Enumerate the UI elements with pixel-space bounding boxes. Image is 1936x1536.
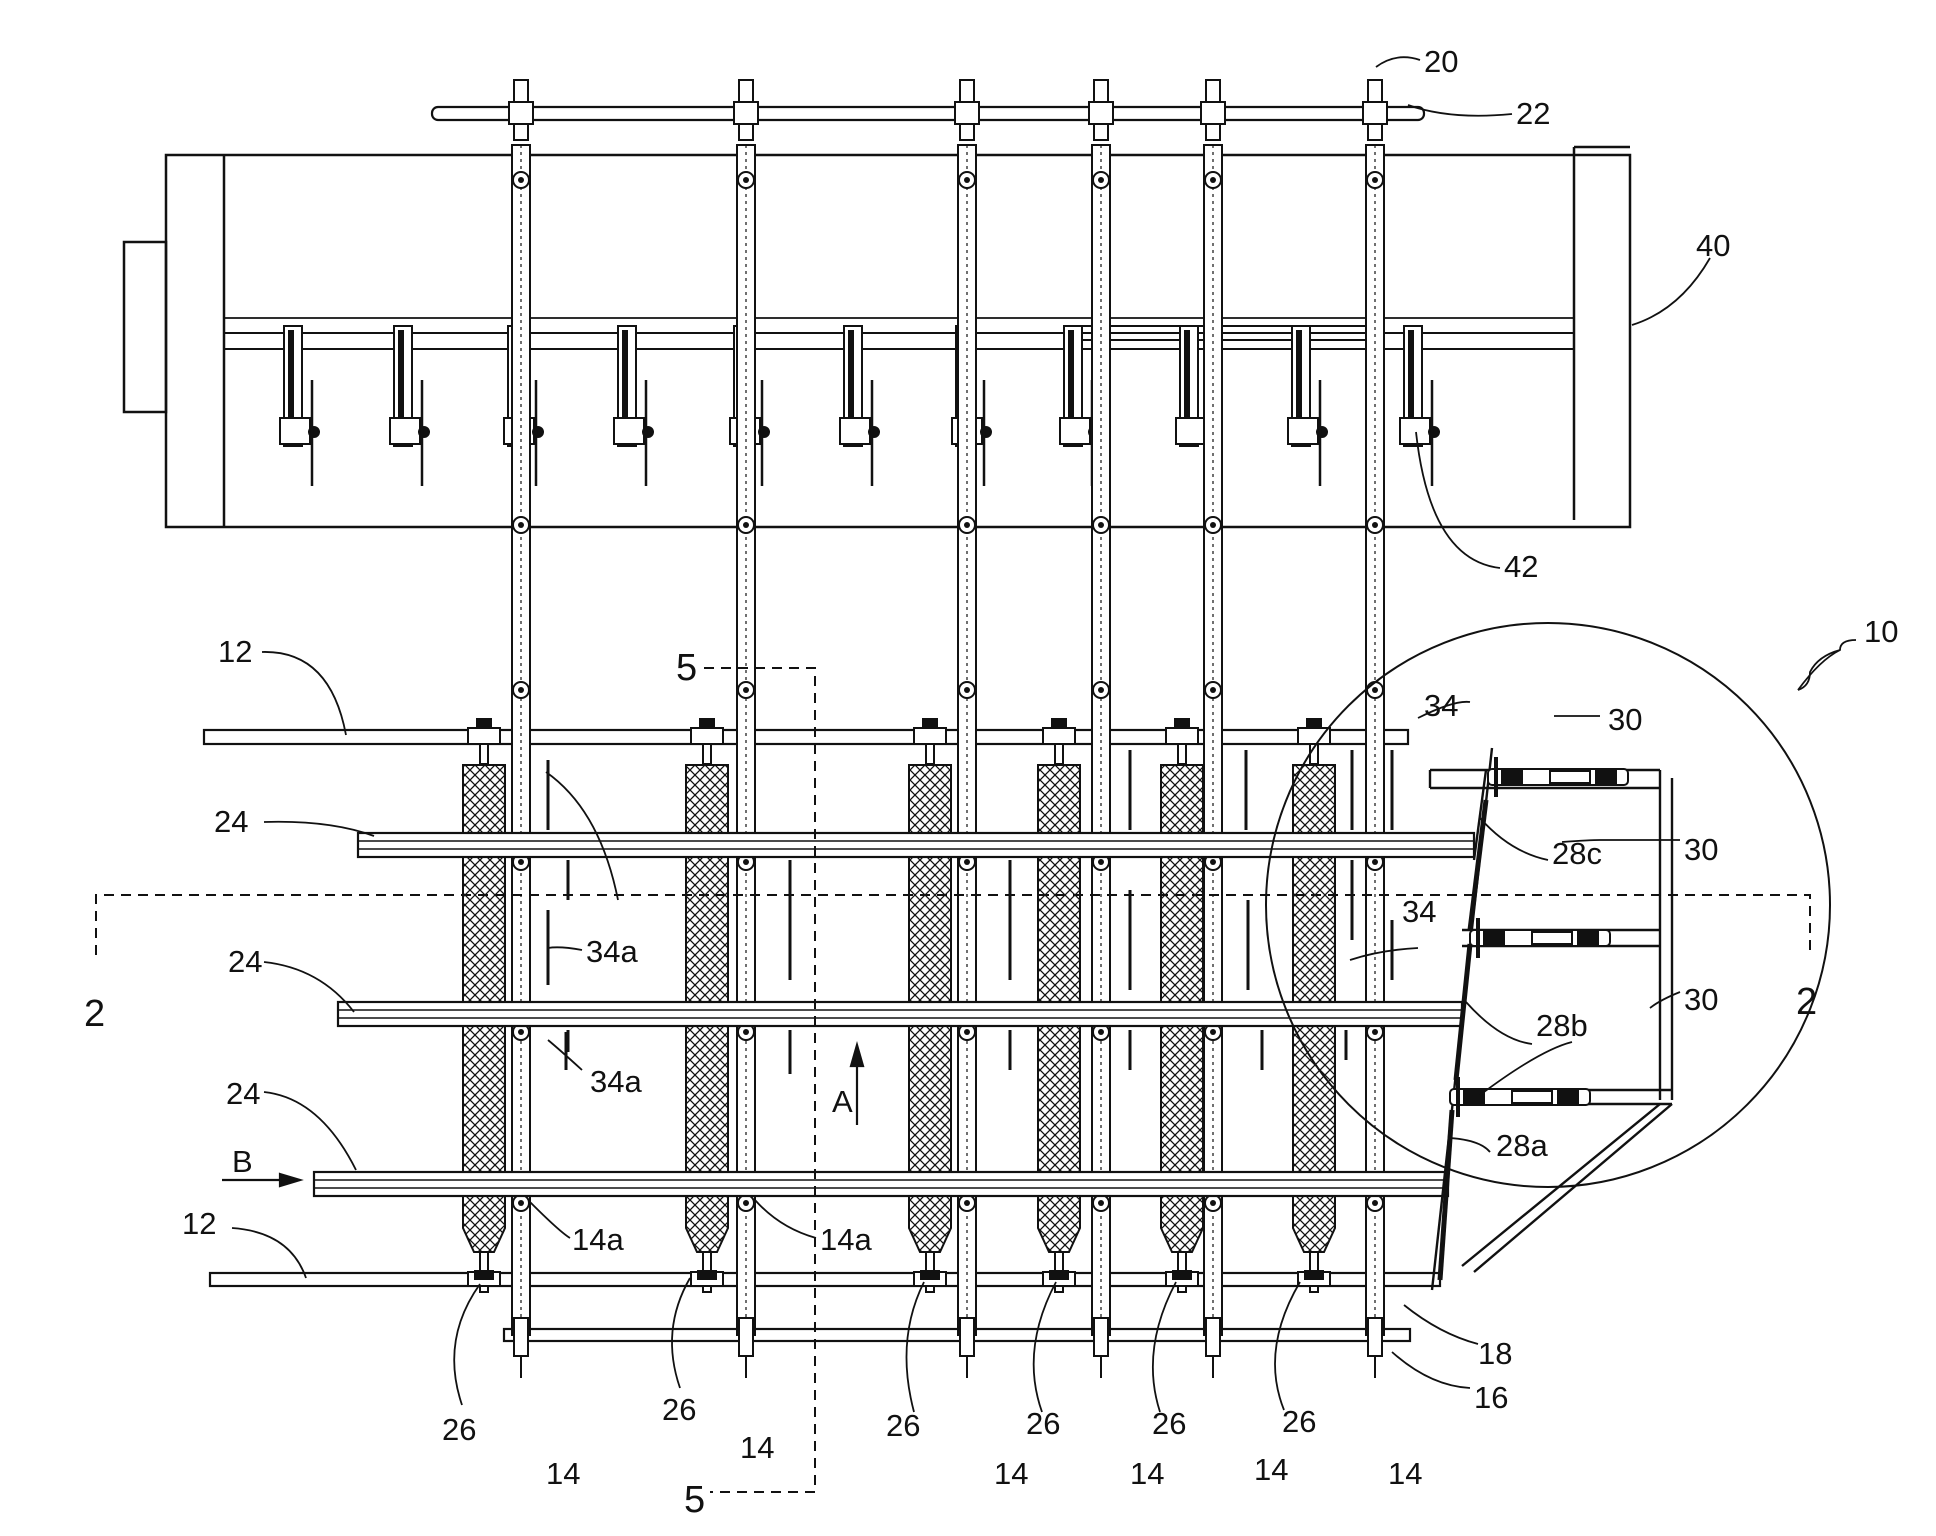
label-26: 26 xyxy=(1282,1404,1316,1439)
label-A: A xyxy=(832,1084,853,1119)
bottom-sprocket-16 xyxy=(1094,1318,1108,1356)
actuators-30 xyxy=(1450,757,1628,1117)
label-2-left: 2 xyxy=(84,993,105,1035)
label-30-1: 30 xyxy=(1608,702,1642,737)
beam-24 xyxy=(338,1002,1462,1026)
label-34-mid: 34 xyxy=(1402,894,1436,929)
label-14: 14 xyxy=(546,1456,580,1491)
label-42: 42 xyxy=(1504,549,1538,584)
label-34a-1: 34a xyxy=(586,934,638,969)
label-22: 22 xyxy=(1516,96,1550,131)
beam-24 xyxy=(358,833,1474,857)
label-5-top: 5 xyxy=(676,647,697,689)
label-14a-2: 14a xyxy=(820,1222,872,1257)
label-14: 14 xyxy=(1130,1456,1164,1491)
label-26: 26 xyxy=(1152,1406,1186,1441)
label-28c: 28c xyxy=(1552,836,1602,871)
label-5-bottom: 5 xyxy=(684,1479,705,1521)
labels-14: 14 14 14 14 14 14 xyxy=(546,1430,1422,1491)
label-26: 26 xyxy=(1026,1406,1060,1441)
arrow-a xyxy=(851,1045,863,1125)
label-B: B xyxy=(232,1144,253,1179)
label-12-bottom: 12 xyxy=(182,1206,216,1241)
gate-28c xyxy=(1470,800,1486,930)
label-20: 20 xyxy=(1424,44,1458,79)
label-24-3: 24 xyxy=(226,1076,260,1111)
bottom-sprocket-16 xyxy=(960,1318,974,1356)
actuator-30 xyxy=(1450,1077,1590,1117)
bottom-sprocket-16 xyxy=(1368,1318,1382,1356)
label-26: 26 xyxy=(886,1408,920,1443)
label-30-2: 30 xyxy=(1684,832,1718,867)
label-14: 14 xyxy=(994,1456,1028,1491)
label-2-right: 2 xyxy=(1796,981,1817,1023)
actuator-30 xyxy=(1488,757,1628,797)
beam-24 xyxy=(314,1172,1448,1196)
label-16: 16 xyxy=(1474,1380,1508,1415)
label-30-3: 30 xyxy=(1684,982,1718,1017)
label-34-top: 34 xyxy=(1424,688,1458,723)
label-18: 18 xyxy=(1478,1336,1512,1371)
label-12-top: 12 xyxy=(218,634,252,669)
labels-26: 26 26 26 26 26 26 xyxy=(442,1392,1316,1447)
label-24-2: 24 xyxy=(228,944,262,979)
label-14a-1: 14a xyxy=(572,1222,624,1257)
label-26: 26 xyxy=(442,1412,476,1447)
label-28a: 28a xyxy=(1496,1128,1548,1163)
label-10: 10 xyxy=(1864,614,1898,649)
label-14: 14 xyxy=(740,1430,774,1465)
label-40: 40 xyxy=(1696,228,1730,263)
label-24-1: 24 xyxy=(214,804,248,839)
section-lines xyxy=(96,668,1810,1492)
bottom-sprocket-16 xyxy=(514,1318,528,1356)
bottom-sprocket-16 xyxy=(1206,1318,1220,1356)
actuator-30 xyxy=(1470,918,1610,958)
label-14: 14 xyxy=(1254,1452,1288,1487)
label-28b: 28b xyxy=(1536,1008,1588,1043)
label-26: 26 xyxy=(662,1392,696,1427)
label-34a-2: 34a xyxy=(590,1064,642,1099)
top-shaft-22 xyxy=(432,107,1424,120)
label-14: 14 xyxy=(1388,1456,1422,1491)
bottom-sprocket-16 xyxy=(739,1318,753,1356)
